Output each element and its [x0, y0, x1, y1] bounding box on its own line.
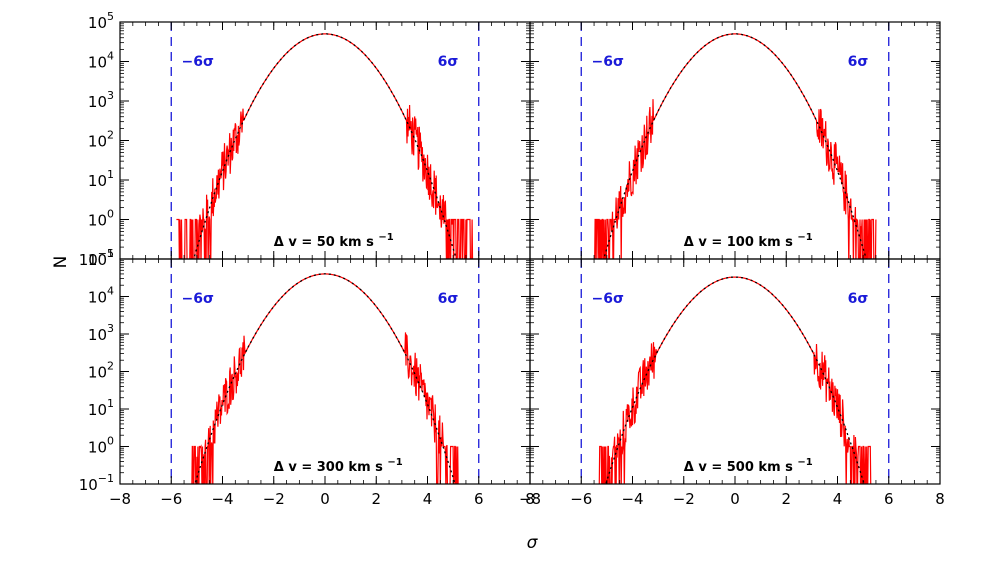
x-tick-label: −8: [519, 490, 541, 508]
delta-v-label: Δ v = 50 km s −1: [274, 232, 394, 250]
x-tick-label: −6: [160, 490, 182, 508]
x-tick-label: 8: [525, 490, 535, 508]
x-tick-label: −4: [211, 490, 233, 508]
delta-v-label: Δ v = 300 km s −1: [274, 457, 403, 475]
panel-2: −6σ 6σ Δ v = 100 km s −1: [529, 21, 941, 260]
x-tick-label: −2: [673, 490, 695, 508]
panel-3: −6σ 6σ Δ v = 300 km s −1 10−1 100 101 102 103 10…: [79, 247, 535, 508]
y-tick-label: 101: [88, 168, 114, 190]
sigma-label-pos: 6σ: [438, 54, 459, 70]
x-tick-label: 0: [320, 490, 330, 508]
histogram-series: [176, 33, 474, 259]
x-tick-label: −6: [570, 490, 592, 508]
panel-1: −6σ 6σ Δ v = 50 km s −1 10−1 100 101 102 103 104…: [79, 10, 531, 269]
y-tick-label: 104: [88, 50, 114, 72]
sigma-label-pos: 6σ: [848, 54, 869, 70]
y-tick-label: 103: [88, 89, 114, 111]
x-tick-label: 2: [781, 490, 791, 508]
x-tick-label: 6: [884, 490, 894, 508]
sigma-label-neg: −6σ: [592, 291, 624, 307]
gaussian-fit-line: [603, 33, 867, 259]
y-tick-label: 103: [88, 322, 114, 344]
x-tick-label: −8: [109, 490, 131, 508]
y-axis-title: N: [51, 256, 71, 269]
x-tick-label: 4: [423, 490, 433, 508]
y-tick-label: 10−1: [79, 472, 114, 494]
y-tick-label: 100: [88, 435, 114, 457]
sigma-label-neg: −6σ: [592, 54, 624, 70]
y-tick-label: 10−1: [79, 247, 114, 269]
y-tick-label: 105: [88, 247, 114, 269]
y-tick-label: 102: [88, 129, 114, 151]
y-tick-label: 100: [88, 208, 114, 230]
y-tick-label: 101: [88, 397, 114, 419]
x-tick-label: 6: [474, 490, 484, 508]
y-tick-label: 104: [88, 285, 114, 307]
sigma-label-pos: 6σ: [848, 291, 869, 307]
x-tick-label: 0: [730, 490, 740, 508]
plot-area: [176, 33, 474, 259]
histogram-series: [598, 276, 872, 484]
sigma-label-pos: 6σ: [438, 291, 459, 307]
x-tick-label: 8: [935, 490, 945, 508]
gaussian-fit-line: [194, 273, 456, 484]
panel-4: −6σ 6σ Δ v = 500 km s −1 −8 −6 −4 −2 0 2 4 6 8: [519, 258, 945, 508]
y-tick-label: 105: [88, 10, 114, 32]
x-tick-label: 2: [371, 490, 381, 508]
delta-v-label: Δ v = 500 km s −1: [684, 457, 813, 475]
x-tick-label: 4: [833, 490, 843, 508]
x-tick-label: −2: [263, 490, 285, 508]
y-tick-label: 102: [88, 360, 114, 382]
plot-area: [594, 33, 877, 259]
x-tick-label: −4: [621, 490, 643, 508]
histogram-series: [594, 33, 877, 259]
sigma-label-neg: −6σ: [182, 54, 214, 70]
delta-v-label: Δ v = 100 km s −1: [684, 232, 813, 250]
x-axis-title: σ: [527, 533, 539, 553]
gaussian-fit-line: [193, 33, 457, 259]
plot-area: [191, 273, 459, 484]
gaussian-fit-line: [605, 276, 865, 484]
plot-area: [598, 276, 872, 484]
panels-group: −6σ 6σ Δ v = 50 km s −1 10−1 100 101 102 103 104…: [79, 10, 945, 508]
sigma-label-neg: −6σ: [182, 291, 214, 307]
